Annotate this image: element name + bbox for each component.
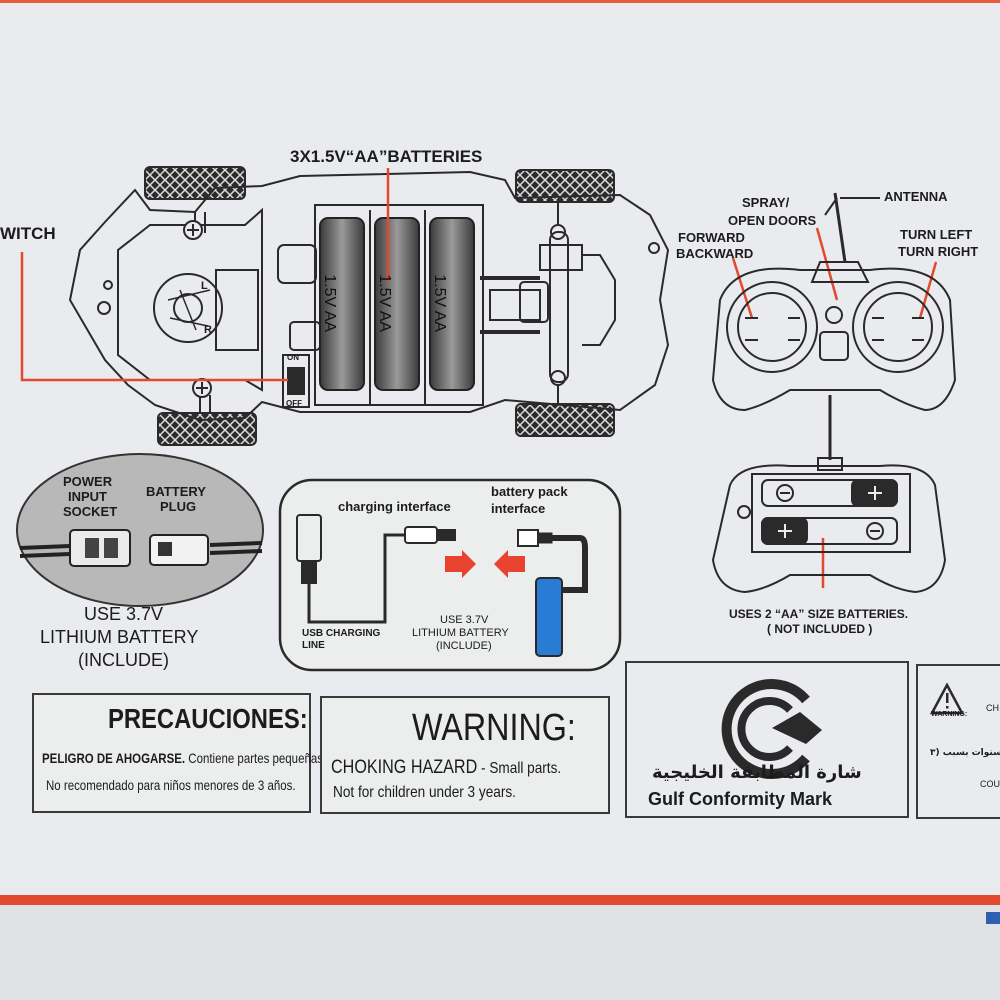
- car-battery-cells: [319, 210, 475, 405]
- english-warning-line2: Not for children under 3 years.: [333, 784, 516, 801]
- spanish-warning-small-parts: Contiene partes pequeñas.: [185, 750, 327, 766]
- charging-arrows: [445, 550, 525, 578]
- charging-interface-label: charging interface: [338, 499, 451, 514]
- battery-pack: [517, 529, 588, 657]
- gulf-conformity-logo: [721, 679, 822, 779]
- english-warning-line1: CHOKING HAZARD - Small parts.: [331, 757, 561, 779]
- remote-battery-symbols: [778, 486, 882, 538]
- usb-line-label-1: USB CHARGING: [302, 628, 381, 639]
- forward-label: FORWARD: [678, 230, 745, 245]
- spanish-warning-title: PRECAUCIONES:: [108, 703, 308, 734]
- leader-lines: [20, 168, 938, 588]
- dial-r-text: R: [204, 324, 212, 336]
- backward-label: BACKWARD: [676, 246, 754, 261]
- switch-on-text: ON: [287, 353, 299, 362]
- usb-charging-line: [296, 514, 456, 624]
- power-input-label-1: POWER: [63, 474, 113, 489]
- remote-batteries-not-included: ( NOT INCLUDED ): [767, 622, 873, 636]
- power-input-socket: [69, 529, 131, 567]
- english-warning-title: WARNING:: [412, 707, 576, 749]
- battery-pack-label-1: battery pack: [491, 484, 568, 499]
- gulf-mark-box: [625, 661, 909, 818]
- battery-pack-label-2: interface: [491, 501, 546, 516]
- front-wheel-bottom: [157, 412, 257, 446]
- spanish-warning-line2: No recomendado para niños menores de 3 a…: [46, 777, 296, 793]
- remote-controller-battery: [711, 395, 947, 594]
- remote-batteries-note: USES 2 “AA” SIZE BATTERIES.: [729, 607, 909, 621]
- warning-box-english: [320, 696, 610, 814]
- blue-edge-accent: [986, 912, 1000, 924]
- battery-cell-text-2: 1.5V AA: [376, 274, 394, 333]
- gulf-mark-arabic: شارة المطابقة الخليجية: [652, 762, 862, 783]
- partial-cou-text: COU: [980, 779, 1000, 789]
- partial-warning-text: WARNING:: [931, 711, 968, 718]
- antenna-label: ANTENNA: [884, 189, 948, 204]
- turn-left-label: TURN LEFT: [900, 227, 973, 242]
- power-input-label-2: INPUT: [68, 489, 107, 504]
- partial-warning-box: [916, 664, 1000, 819]
- dial-l-text: L: [201, 280, 208, 292]
- charging-use-line3: (INCLUDE): [436, 640, 492, 652]
- switch-label: WITCH: [0, 224, 56, 243]
- usb-line-label-2: LINE: [302, 640, 325, 651]
- rear-wheel-top: [515, 169, 615, 203]
- battery-plug-label-1: BATTERY: [146, 484, 206, 499]
- spanish-warning-line1: PELIGRO DE AHOGARSE. Contiene partes peq…: [42, 750, 326, 766]
- use-battery-line2: LITHIUM BATTERY: [40, 627, 199, 647]
- turn-right-label: TURN RIGHT: [898, 244, 979, 259]
- english-warning-hazard: CHOKING HAZARD: [331, 757, 478, 778]
- remote-controller-top: [711, 192, 957, 412]
- rear-wheel-bottom: [515, 403, 615, 437]
- spray-label-line1: SPRAY/: [742, 195, 790, 210]
- charging-use-line1: USE 3.7V: [440, 614, 489, 626]
- use-battery-line1: USE 3.7V: [84, 604, 164, 624]
- battery-cell-text-1: 1.5V AA: [321, 274, 339, 333]
- charging-use-line2: LITHIUM BATTERY: [412, 627, 509, 639]
- battery-cell-text-3: 1.5V AA: [431, 274, 449, 333]
- power-input-label-3: SOCKET: [63, 504, 118, 519]
- partial-arabic-text: سنوات بسبب (٣: [930, 748, 1000, 758]
- gulf-mark-english: Gulf Conformity Mark: [648, 789, 833, 809]
- batteries-label: 3X1.5V“AA”BATTERIES: [290, 147, 483, 166]
- front-wheel-top: [144, 166, 246, 200]
- panel-bottom-band: [0, 905, 1000, 1000]
- english-warning-small-parts: - Small parts.: [477, 760, 562, 777]
- battery-socket-illustration: [16, 453, 264, 607]
- use-battery-line3: (INCLUDE): [78, 650, 170, 670]
- spanish-warning-hazard: PELIGRO DE AHOGARSE.: [42, 750, 186, 766]
- car-battery-compartment: [314, 204, 484, 406]
- partial-ch-text: CH: [986, 703, 999, 713]
- steering-dial: [153, 273, 223, 343]
- switch-off-text: OFF: [286, 399, 302, 408]
- warning-box-spanish: [32, 693, 311, 813]
- spray-label-line2: OPEN DOORS: [728, 213, 817, 228]
- car-chassis-diagram: [68, 166, 670, 446]
- battery-plug-label-2: PLUG: [160, 499, 197, 514]
